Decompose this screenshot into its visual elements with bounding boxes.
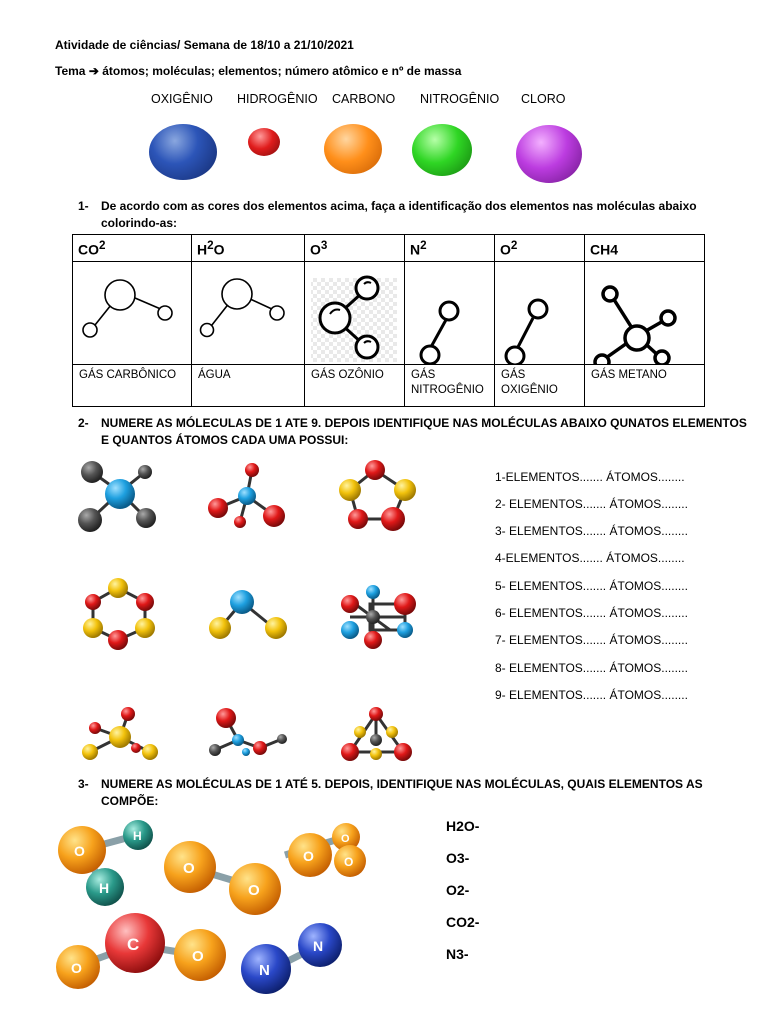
atom-letter: H xyxy=(99,880,109,896)
atom-letter: O xyxy=(71,960,82,976)
atom-letter: C xyxy=(127,935,139,954)
formula-o3: O3 xyxy=(304,234,405,262)
atom-letter: O xyxy=(248,882,260,899)
q3-text-line2: COMPÕE: xyxy=(101,794,159,808)
name-h2o: ÁGUA xyxy=(191,363,305,407)
formula-h2o: H2O xyxy=(191,234,305,262)
q2-answer-9[interactable]: 9- ELEMENTOS....... ÁTOMOS........ xyxy=(495,688,688,702)
tema-label: Tema xyxy=(55,64,86,78)
q2-answer-3[interactable]: 3- ELEMENTOS....... ÁTOMOS........ xyxy=(495,524,688,538)
atom-letter: O xyxy=(341,833,350,845)
q1-number: 1- xyxy=(78,199,89,213)
name-o3: GÁS OZÔNIO xyxy=(304,363,405,407)
name-o2: GÁS OXIGÊNIO xyxy=(494,363,585,407)
o2-drawing[interactable] xyxy=(494,260,585,365)
q3-text-line1: NUMERE AS MOLÉCULAS DE 1 ATÉ 5. DEPOIS, … xyxy=(101,777,703,791)
drawing-row xyxy=(72,260,705,365)
atom-letter: O xyxy=(344,855,353,869)
q2-number: 2- xyxy=(78,416,89,430)
o3-drawing[interactable] xyxy=(304,260,405,365)
name-ch4: GÁS METANO xyxy=(584,363,705,407)
element-name-oxigenio: OXIGÊNIO xyxy=(151,92,213,106)
q2-answer-6[interactable]: 6- ELEMENTOS....... ÁTOMOS........ xyxy=(495,606,688,620)
tema-text: átomos; moléculas; elementos; número atô… xyxy=(102,64,462,78)
n2-drawing[interactable] xyxy=(404,260,495,365)
nitrogen-sphere xyxy=(412,124,472,176)
name-co2: GÁS CARBÔNICO xyxy=(72,363,192,407)
worksheet-title: Atividade de ciências/ Semana de 18/10 a… xyxy=(55,38,354,52)
atom-letter: H xyxy=(133,829,142,843)
q3-formula-o2[interactable]: O2- xyxy=(446,882,470,898)
element-name-hidrogenio: HIDROGÊNIO xyxy=(237,92,318,106)
atom-letter: O xyxy=(303,848,314,864)
formula-co2: CO2 xyxy=(72,234,192,262)
q1-text-line1: De acordo com as cores dos elementos aci… xyxy=(101,199,697,213)
formula-o2: O2 xyxy=(494,234,585,262)
q2-answer-1[interactable]: 1-ELEMENTOS....... ÁTOMOS........ xyxy=(495,470,685,484)
h2o-drawing[interactable] xyxy=(191,260,305,365)
chlorine-sphere xyxy=(516,125,582,183)
formula-n2: N2 xyxy=(404,234,495,262)
q2-text-line1: NUMERE AS MÓLECULAS DE 1 ATE 9. DEPOIS I… xyxy=(101,416,747,430)
q3-formula-h2o[interactable]: H2O- xyxy=(446,818,480,834)
element-name-nitrogenio: NITROGÊNIO xyxy=(420,92,500,106)
tema-line: Tema ➔ átomos; moléculas; elementos; núm… xyxy=(55,64,461,78)
atom-letter: N xyxy=(259,962,270,979)
q3-number: 3- xyxy=(78,777,89,791)
co2-drawing[interactable] xyxy=(72,260,192,365)
q1-text-line2: colorindo-as: xyxy=(101,216,178,230)
q2-text-line2: E QUANTOS ÁTOMOS CADA UMA POSSUI: xyxy=(101,433,349,447)
q2-answer-5[interactable]: 5- ELEMENTOS....... ÁTOMOS........ xyxy=(495,579,688,593)
molecules-grid-image[interactable] xyxy=(60,452,440,772)
q2-answer-2[interactable]: 2- ELEMENTOS....... ÁTOMOS........ xyxy=(495,497,688,511)
q3-formula-n3[interactable]: N3- xyxy=(446,946,469,962)
q2-answer-8[interactable]: 8- ELEMENTOS....... ÁTOMOS........ xyxy=(495,661,688,675)
arrow-right-icon: ➔ xyxy=(88,64,99,78)
q3-formula-o3[interactable]: O3- xyxy=(446,850,470,866)
q2-answer-4[interactable]: 4-ELEMENTOS....... ÁTOMOS........ xyxy=(495,551,685,565)
q2-answer-7[interactable]: 7- ELEMENTOS....... ÁTOMOS........ xyxy=(495,633,688,647)
element-name-cloro: CLORO xyxy=(521,92,566,106)
name-row: GÁS CARBÔNICO ÁGUA GÁS OZÔNIO GÁS NITROG… xyxy=(72,363,705,407)
atom-letter: O xyxy=(74,843,85,859)
atom-letter: N xyxy=(313,938,323,954)
ch4-drawing[interactable] xyxy=(584,260,705,365)
formula-ch4: CH4 xyxy=(584,234,705,262)
q3-formula-co2[interactable]: CO2- xyxy=(446,914,480,930)
carbon-sphere xyxy=(324,124,382,174)
name-n2: GÁS NITROGÊNIO xyxy=(404,363,495,407)
formula-row: CO2 H2O O3 N2 O2 CH4 xyxy=(72,234,705,262)
atom-letter: O xyxy=(183,860,195,877)
hydrogen-sphere xyxy=(248,128,280,156)
molecule-table: CO2 H2O O3 N2 O2 CH4 xyxy=(72,234,705,407)
oxygen-sphere xyxy=(149,124,217,180)
atom-letter: O xyxy=(192,948,204,965)
molecules-3d-image[interactable]: O H H O O O O O O C O N N xyxy=(50,815,380,1000)
element-name-carbono: CARBONO xyxy=(332,92,396,106)
